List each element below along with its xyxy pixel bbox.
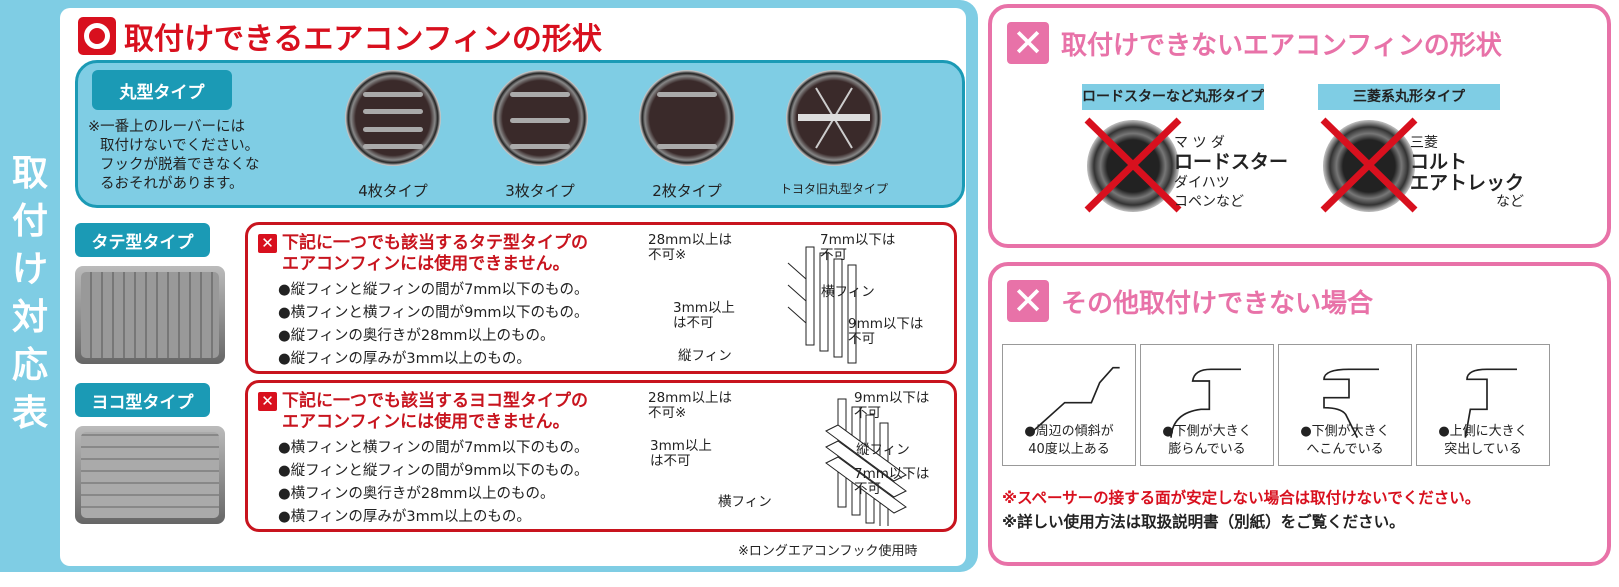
- warning-text: ※スペーサーの接する面が安定しない場合は取付けないでください。: [1002, 489, 1481, 507]
- circle-ok-icon: [78, 17, 116, 55]
- round-type-label: 4枚タイプ: [358, 182, 428, 200]
- round-type-label: 2枚タイプ: [652, 182, 722, 200]
- ng-title-text: 取付けできないエアコンフィンの形状: [1061, 30, 1502, 61]
- restriction-heading: ✕ 下記に一つでも該当するヨコ型タイプのエアコンフィンには使用できません。: [258, 391, 588, 433]
- heading-line: 下記に一つでも該当するヨコ型タイプの: [282, 391, 588, 411]
- round-vent-image: [492, 70, 588, 166]
- note-line: るおそれがあります。: [100, 176, 244, 192]
- vent-shape-icon: [1464, 368, 1517, 438]
- tate-restrictions: ✕ 下記に一つでも該当するタテ型タイプのエアコンフィンには使用できません。 ●縦フ…: [245, 222, 957, 374]
- depth-label: 28mm以上は不可※: [648, 232, 732, 263]
- gap-b-label: 7mm以下は不可: [854, 466, 930, 497]
- round-vent-image: [345, 70, 441, 166]
- other-title: ✕ その他取付けできない場合: [1007, 280, 1373, 322]
- round-type-note: ※一番上のルーバーには 取付けないでください。 フックが脱着できなくな るおそれ…: [88, 118, 288, 194]
- vent-shape-icon: [1170, 368, 1241, 438]
- restriction-item: ●横フィンと横フィンの間が9mm以下のもの。: [278, 305, 589, 321]
- restriction-list: ●縦フィンと縦フィンの間が7mm以下のもの。 ●横フィンと横フィンの間が9mm以下…: [278, 279, 589, 371]
- footnote: ※ロングエアコンフック使用時: [738, 544, 918, 559]
- gap-a-label: 7mm以下は不可: [820, 232, 896, 263]
- restriction-item: ●横フィンの奥行きが28mm以上のもの。: [278, 486, 555, 502]
- case-text: ●上側に大きく突出している: [1438, 424, 1528, 457]
- vent-shape-icon: [1323, 368, 1379, 439]
- ng-vehicle-list: マ ツ ダロードスターダイハツコペンなど: [1174, 135, 1289, 210]
- case-cell: ●下側が大きくへこんでいる: [1278, 344, 1412, 466]
- round-type-label: 3枚タイプ: [505, 182, 575, 200]
- note-line: フックが脱着できなくな: [100, 157, 260, 173]
- manual-note: ※詳しい使用方法は取扱説明書（別紙）をご覧ください。: [1002, 513, 1405, 531]
- yoko-restrictions: ✕ 下記に一つでも該当するヨコ型タイプのエアコンフィンには使用できません。 ●横フ…: [245, 380, 957, 532]
- restriction-heading: ✕ 下記に一つでも該当するタテ型タイプのエアコンフィンには使用できません。: [258, 233, 588, 275]
- round-vent-image: [639, 70, 735, 166]
- restriction-list: ●横フィンと横フィンの間が7mm以下のもの。 ●縦フィンと縦フィンの間が9mm以下…: [278, 437, 589, 529]
- case-cell: ●下側が大きく膨らんでいる: [1140, 344, 1274, 466]
- fin-b-label: 縦フィン: [678, 348, 732, 364]
- restriction-item: ●縦フィンの奥行きが28mm以上のもの。: [278, 328, 555, 344]
- case-text: ●下側が大きくへこんでいる: [1300, 424, 1390, 457]
- heading-line: エアコンフィンには使用できません。: [282, 412, 570, 432]
- yoko-type-badge: ヨコ型タイプ: [75, 383, 210, 417]
- thickness-label: 3mm以上は不可: [650, 438, 712, 469]
- note-line: 取付けないでください。: [100, 138, 260, 154]
- gap-b-label: 9mm以下は不可: [848, 316, 924, 347]
- tate-type-badge: タテ型タイプ: [75, 223, 210, 257]
- restriction-item: ●横フィンの厚みが3mm以上のもの。: [278, 509, 531, 525]
- x-icon: ✕: [1007, 22, 1049, 64]
- x-icon: ✕: [258, 392, 277, 411]
- restriction-item: ●横フィンと横フィンの間が7mm以下のもの。: [278, 440, 589, 456]
- depth-label: 28mm以上は不可※: [648, 390, 732, 421]
- x-icon: ✕: [258, 234, 277, 253]
- restriction-item: ●縦フィンの厚みが3mm以上のもの。: [278, 351, 531, 367]
- other-title-text: その他取付けできない場合: [1061, 288, 1374, 319]
- round-type-label: トヨタ旧丸型タイプ: [779, 182, 888, 196]
- x-icon: ✕: [1007, 280, 1049, 322]
- fin-diagram: [825, 398, 907, 526]
- note-line: ※一番上のルーバーには: [88, 119, 246, 135]
- ok-title-text: 取付けできるエアコンフィンの形状: [124, 22, 602, 57]
- gap-a-label: 9mm以下は不可: [854, 390, 930, 421]
- round-vent-image: [786, 70, 882, 166]
- vertical-vent-image: [75, 266, 225, 364]
- fin-a-label: 縦フィン: [856, 442, 910, 458]
- restriction-item: ●縦フィンと縦フィンの間が9mm以下のもの。: [278, 463, 589, 479]
- fin-b-label: 横フィン: [718, 494, 772, 510]
- ng-type-label: 三菱系丸形タイプ: [1318, 84, 1500, 110]
- fin-diagram: [787, 246, 857, 364]
- heading-line: 下記に一つでも該当するタテ型タイプの: [282, 233, 588, 253]
- ng-shapes-panel: ✕ 取付けできないエアコンフィンの形状 ロードスターなど丸形タイプ マ ツ ダロー…: [988, 4, 1611, 248]
- case-cell: ●上側に大きく突出している: [1416, 344, 1550, 466]
- horizontal-vent-image: [75, 426, 225, 524]
- ng-type-label: ロードスターなど丸形タイプ: [1082, 84, 1264, 110]
- ng-vent-image: [1320, 117, 1418, 213]
- fin-a-label: 横フィン: [821, 284, 875, 300]
- thickness-label: 3mm以上は不可: [673, 300, 735, 331]
- side-title: 取付け対応表: [11, 153, 48, 434]
- vent-shape-icon: [1030, 366, 1120, 434]
- ng-vehicle-list: 三菱コルトエアトレックなど: [1410, 135, 1525, 210]
- ng-vent-image: [1084, 117, 1182, 213]
- ok-title: 取付けできるエアコンフィンの形状: [78, 14, 602, 58]
- heading-line: エアコンフィンには使用できません。: [282, 254, 570, 274]
- ng-title: ✕ 取付けできないエアコンフィンの形状: [1007, 22, 1502, 64]
- case-text: ●下側が大きく膨らんでいる: [1162, 424, 1252, 457]
- round-type-badge: 丸型タイプ: [92, 70, 232, 110]
- restriction-item: ●縦フィンと縦フィンの間が7mm以下のもの。: [278, 282, 589, 298]
